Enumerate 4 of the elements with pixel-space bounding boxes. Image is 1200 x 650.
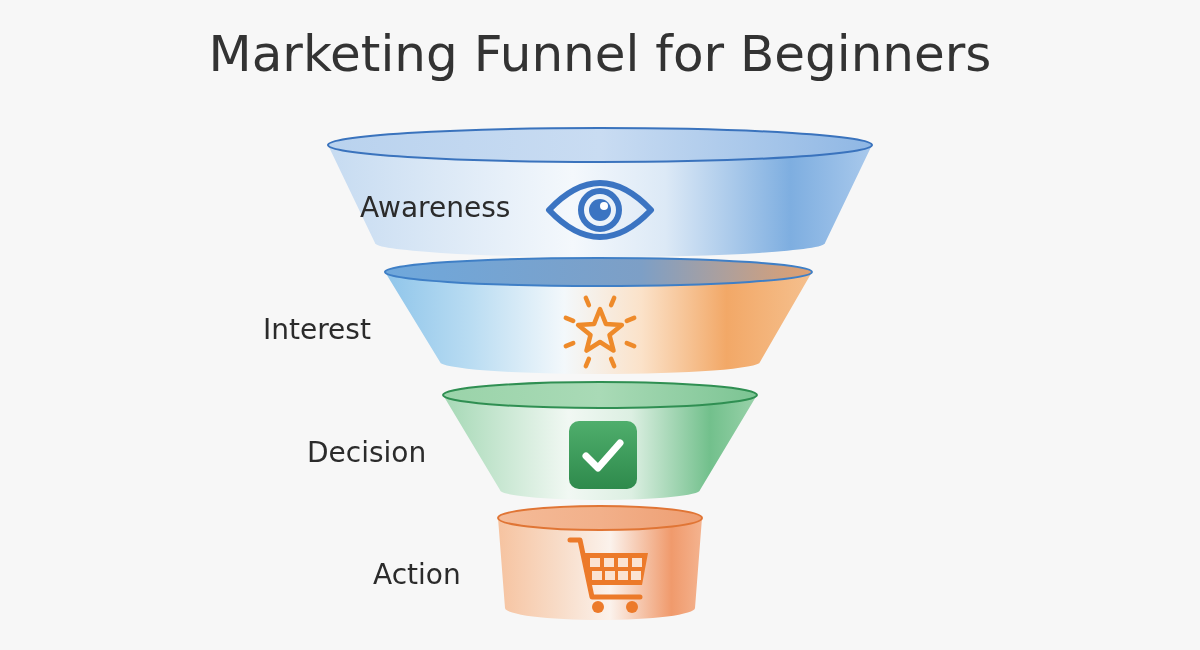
stage-label: Interest xyxy=(263,312,371,348)
stage-label: Action xyxy=(373,557,461,593)
diagram-title: Marketing Funnel for Beginners xyxy=(208,24,992,85)
stage-label: Decision xyxy=(307,435,427,471)
